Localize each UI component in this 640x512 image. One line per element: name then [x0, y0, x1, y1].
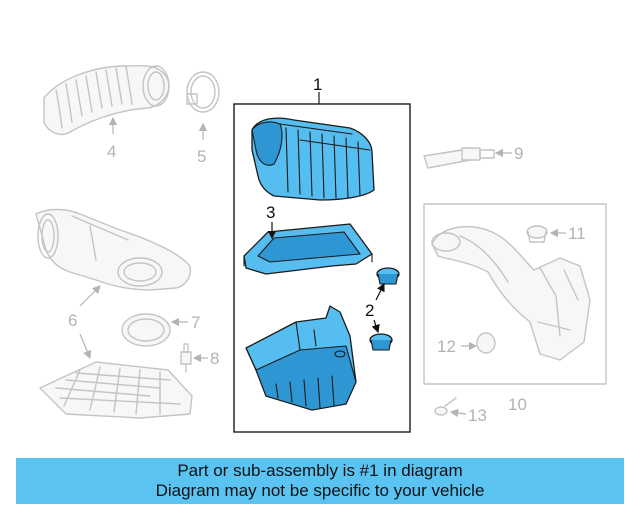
callout-5: 5 — [197, 147, 206, 166]
part-5-hose-clamp: 5 — [186, 71, 220, 166]
part-12-insulator: 12 — [437, 332, 496, 356]
callout-4: 4 — [107, 142, 116, 161]
housing-grommets: 2 — [365, 267, 400, 351]
part-4-intake-hose: 4 — [43, 64, 170, 161]
part-9-sensor: 9 — [423, 144, 523, 169]
air-filter-element: 3 — [243, 203, 373, 275]
part-11-grommet: 11 — [526, 224, 586, 243]
callout-1: 1 — [313, 75, 322, 94]
callout-11: 11 — [568, 224, 586, 243]
callout-3: 3 — [266, 203, 275, 222]
air-cleaner-lower-housing — [245, 305, 357, 411]
callout-12: 12 — [437, 337, 456, 356]
callout-9: 9 — [514, 144, 523, 163]
vehicle-fit-banner: Part or sub-assembly is #1 in diagram Di… — [16, 458, 624, 504]
part-1-assembly: 1 3 — [233, 75, 411, 433]
callout-10: 10 — [508, 395, 527, 414]
part-6-resonator: 6 — [35, 208, 192, 360]
banner-line-1: Part or sub-assembly is #1 in diagram — [177, 461, 463, 480]
part-10-outlet-duct: 10 — [423, 203, 607, 414]
callout-13: 13 — [468, 406, 487, 425]
callout-2: 2 — [365, 301, 374, 320]
part-13-bolt: 13 — [434, 397, 487, 425]
part-7-coupler: 7 — [121, 313, 200, 347]
callout-8: 8 — [210, 349, 219, 368]
callout-6: 6 — [68, 311, 77, 330]
part-8-sensor: 8 — [180, 343, 219, 373]
callout-7: 7 — [191, 313, 200, 332]
part-6-shield — [39, 361, 193, 419]
air-cleaner-cover — [251, 117, 375, 201]
banner-line-2: Diagram may not be specific to your vehi… — [155, 481, 485, 500]
